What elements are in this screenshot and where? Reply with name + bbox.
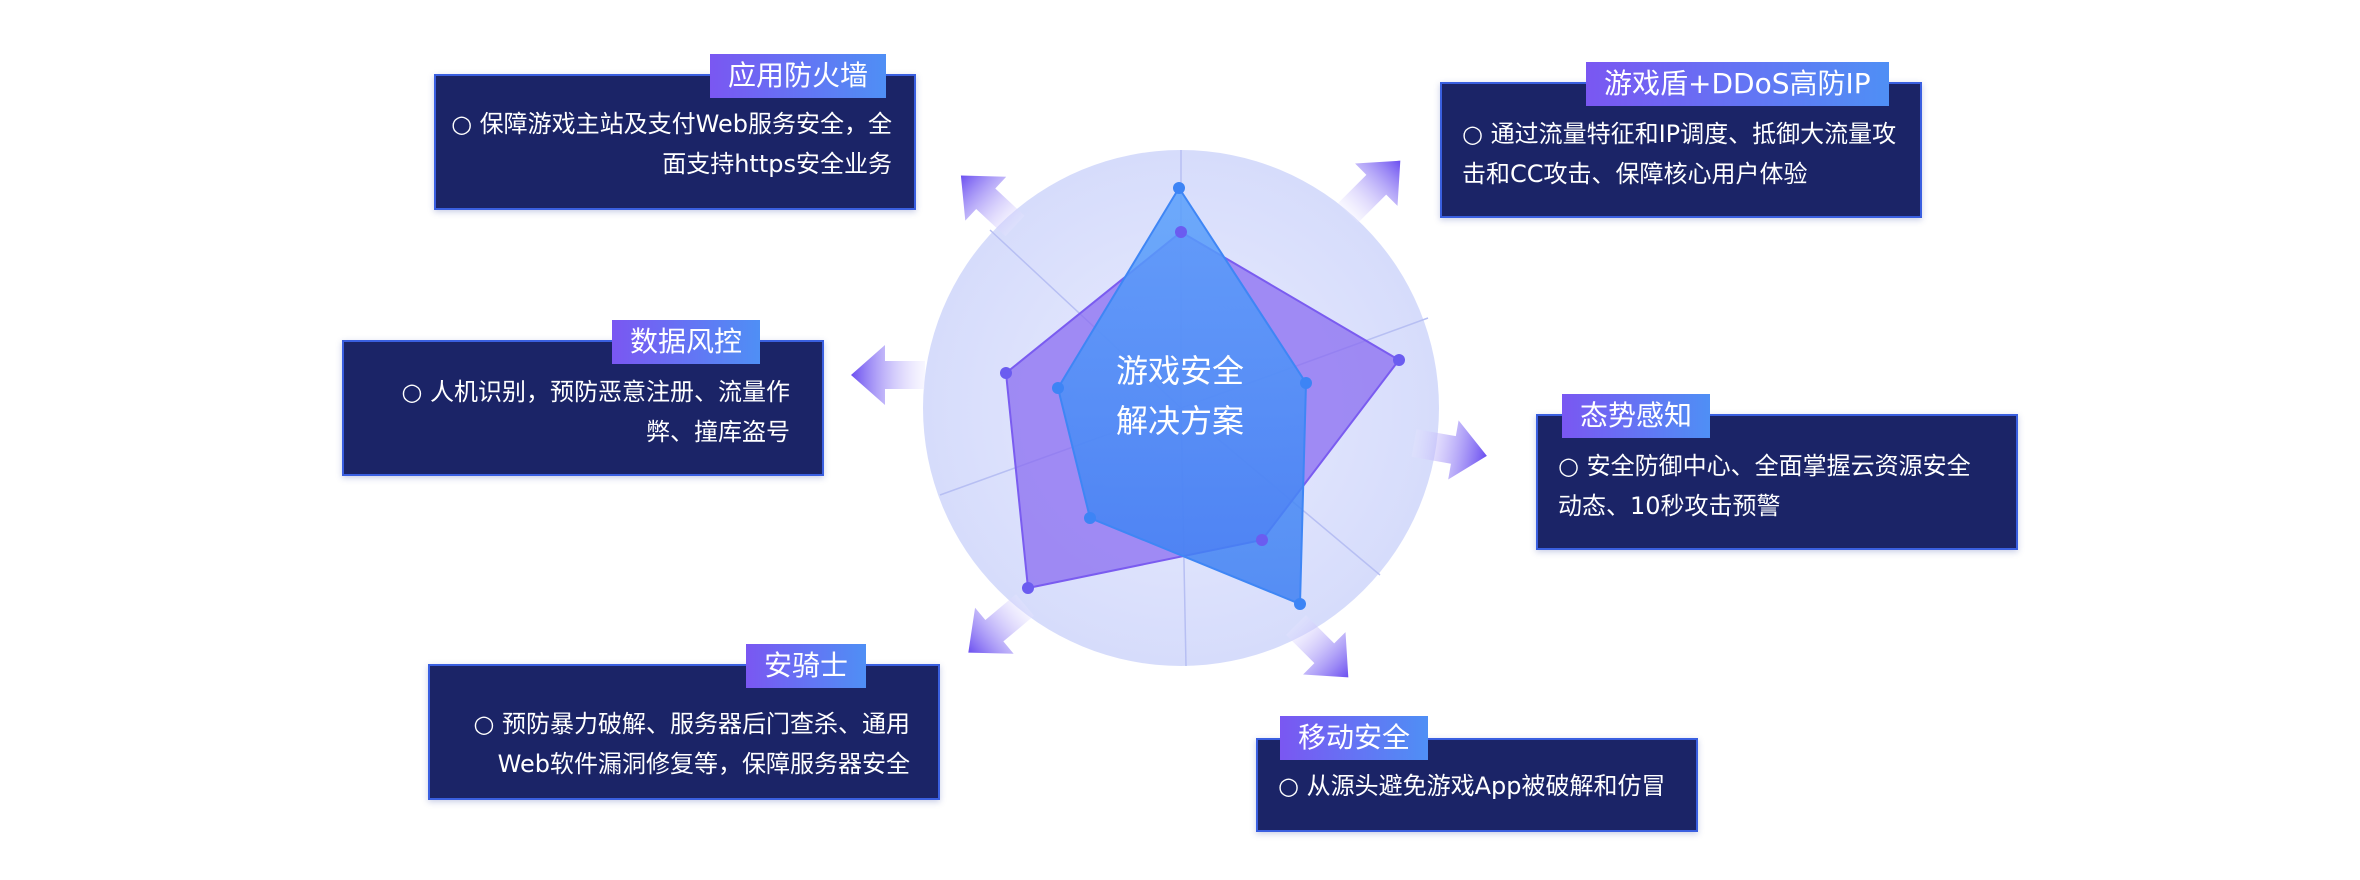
card-firewall-line1: ○ 保障游戏主站及支付Web服务安全，全 [451, 110, 892, 138]
card-firewall-title: 应用防火墙 [710, 54, 887, 98]
arrow-lower-right [1286, 615, 1349, 678]
card-mobile-title: 移动安全 [1280, 716, 1429, 760]
card-firewall-description: ○ 保障游戏主站及支付Web服务安全，全 面支持https安全业务 [451, 104, 892, 184]
point-purple-right [1393, 354, 1405, 366]
card-anqishi: 安骑士 ○ 预防暴力破解、服务器后门查杀、通用 Web软件漏洞修复等，保障服务器… [428, 644, 940, 800]
card-situation-line1: ○ 安全防御中心、全面掌握云资源安全 [1558, 452, 1971, 480]
point-blue-lower-left [1084, 512, 1096, 524]
arrow-upper-left [960, 175, 1025, 237]
card-firewall-line2: 面支持https安全业务 [662, 150, 892, 178]
center-title: 游戏安全 解决方案 [1080, 346, 1280, 446]
point-purple-lower-right [1256, 534, 1268, 546]
center-title-line1: 游戏安全 [1115, 352, 1244, 390]
arrow-lower-left [968, 594, 1034, 654]
point-purple-top [1175, 226, 1187, 238]
point-blue-top [1173, 182, 1185, 194]
card-mobile-security: 移动安全 ○ 从源头避免游戏App被破解和仿冒 [1256, 716, 1698, 832]
radar-polygon-blue [1056, 186, 1308, 606]
card-situation-awareness: 态势感知 ○ 安全防御中心、全面掌握云资源安全 动态、10秒攻击预警 [1536, 394, 2018, 550]
point-blue-right [1300, 377, 1312, 389]
card-risk-title: 数据风控 [612, 320, 761, 364]
arrow-upper-right [1338, 160, 1401, 223]
card-ddos-line1: ○ 通过流量特征和IP调度、抵御大流量攻 [1462, 120, 1897, 148]
card-ddos-description: ○ 通过流量特征和IP调度、抵御大流量攻 击和CC攻击、保障核心用户体验 [1462, 114, 1896, 194]
card-risk-description: ○ 人机识别，预防恶意注册、流量作 弊、撞库盗号 [401, 372, 790, 452]
arrows [851, 160, 1487, 678]
card-anqishi-line2: Web软件漏洞修复等，保障服务器安全 [497, 750, 910, 778]
card-mobile-description: ○ 从源头避免游戏App被破解和仿冒 [1278, 766, 1665, 806]
card-situation-title: 态势感知 [1562, 394, 1711, 438]
radar-points [1000, 182, 1405, 610]
card-ddos-title: 游戏盾+DDoS高防IP [1586, 62, 1889, 106]
point-purple-lower-left [1022, 582, 1034, 594]
center-title-line2: 解决方案 [1115, 402, 1244, 440]
card-game-shield-ddos: 游戏盾+DDoS高防IP ○ 通过流量特征和IP调度、抵御大流量攻 击和CC攻击… [1440, 62, 1922, 218]
card-ddos-line2: 击和CC攻击、保障核心用户体验 [1462, 160, 1808, 188]
card-application-firewall: 应用防火墙 ○ 保障游戏主站及支付Web服务安全，全 面支持https安全业务 [434, 54, 916, 210]
card-mobile-line1: ○ 从源头避免游戏App被破解和仿冒 [1278, 772, 1666, 800]
point-blue-left [1052, 382, 1064, 394]
card-anqishi-title: 安骑士 [746, 644, 867, 688]
card-risk-line2: 弊、撞库盗号 [646, 418, 790, 446]
card-anqishi-description: ○ 预防暴力破解、服务器后门查杀、通用 Web软件漏洞修复等，保障服务器安全 [473, 704, 910, 784]
card-risk-line1: ○ 人机识别，预防恶意注册、流量作 [401, 378, 790, 406]
arrow-right [1411, 420, 1487, 480]
card-situation-description: ○ 安全防御中心、全面掌握云资源安全 动态、10秒攻击预警 [1558, 446, 1971, 526]
arrow-left [851, 345, 925, 405]
card-anqishi-line1: ○ 预防暴力破解、服务器后门查杀、通用 [473, 710, 910, 738]
card-data-risk-control: 数据风控 ○ 人机识别，预防恶意注册、流量作 弊、撞库盗号 [342, 320, 824, 476]
card-situation-line2: 动态、10秒攻击预警 [1558, 492, 1781, 520]
point-purple-left [1000, 367, 1012, 379]
point-blue-lower-right [1294, 598, 1306, 610]
